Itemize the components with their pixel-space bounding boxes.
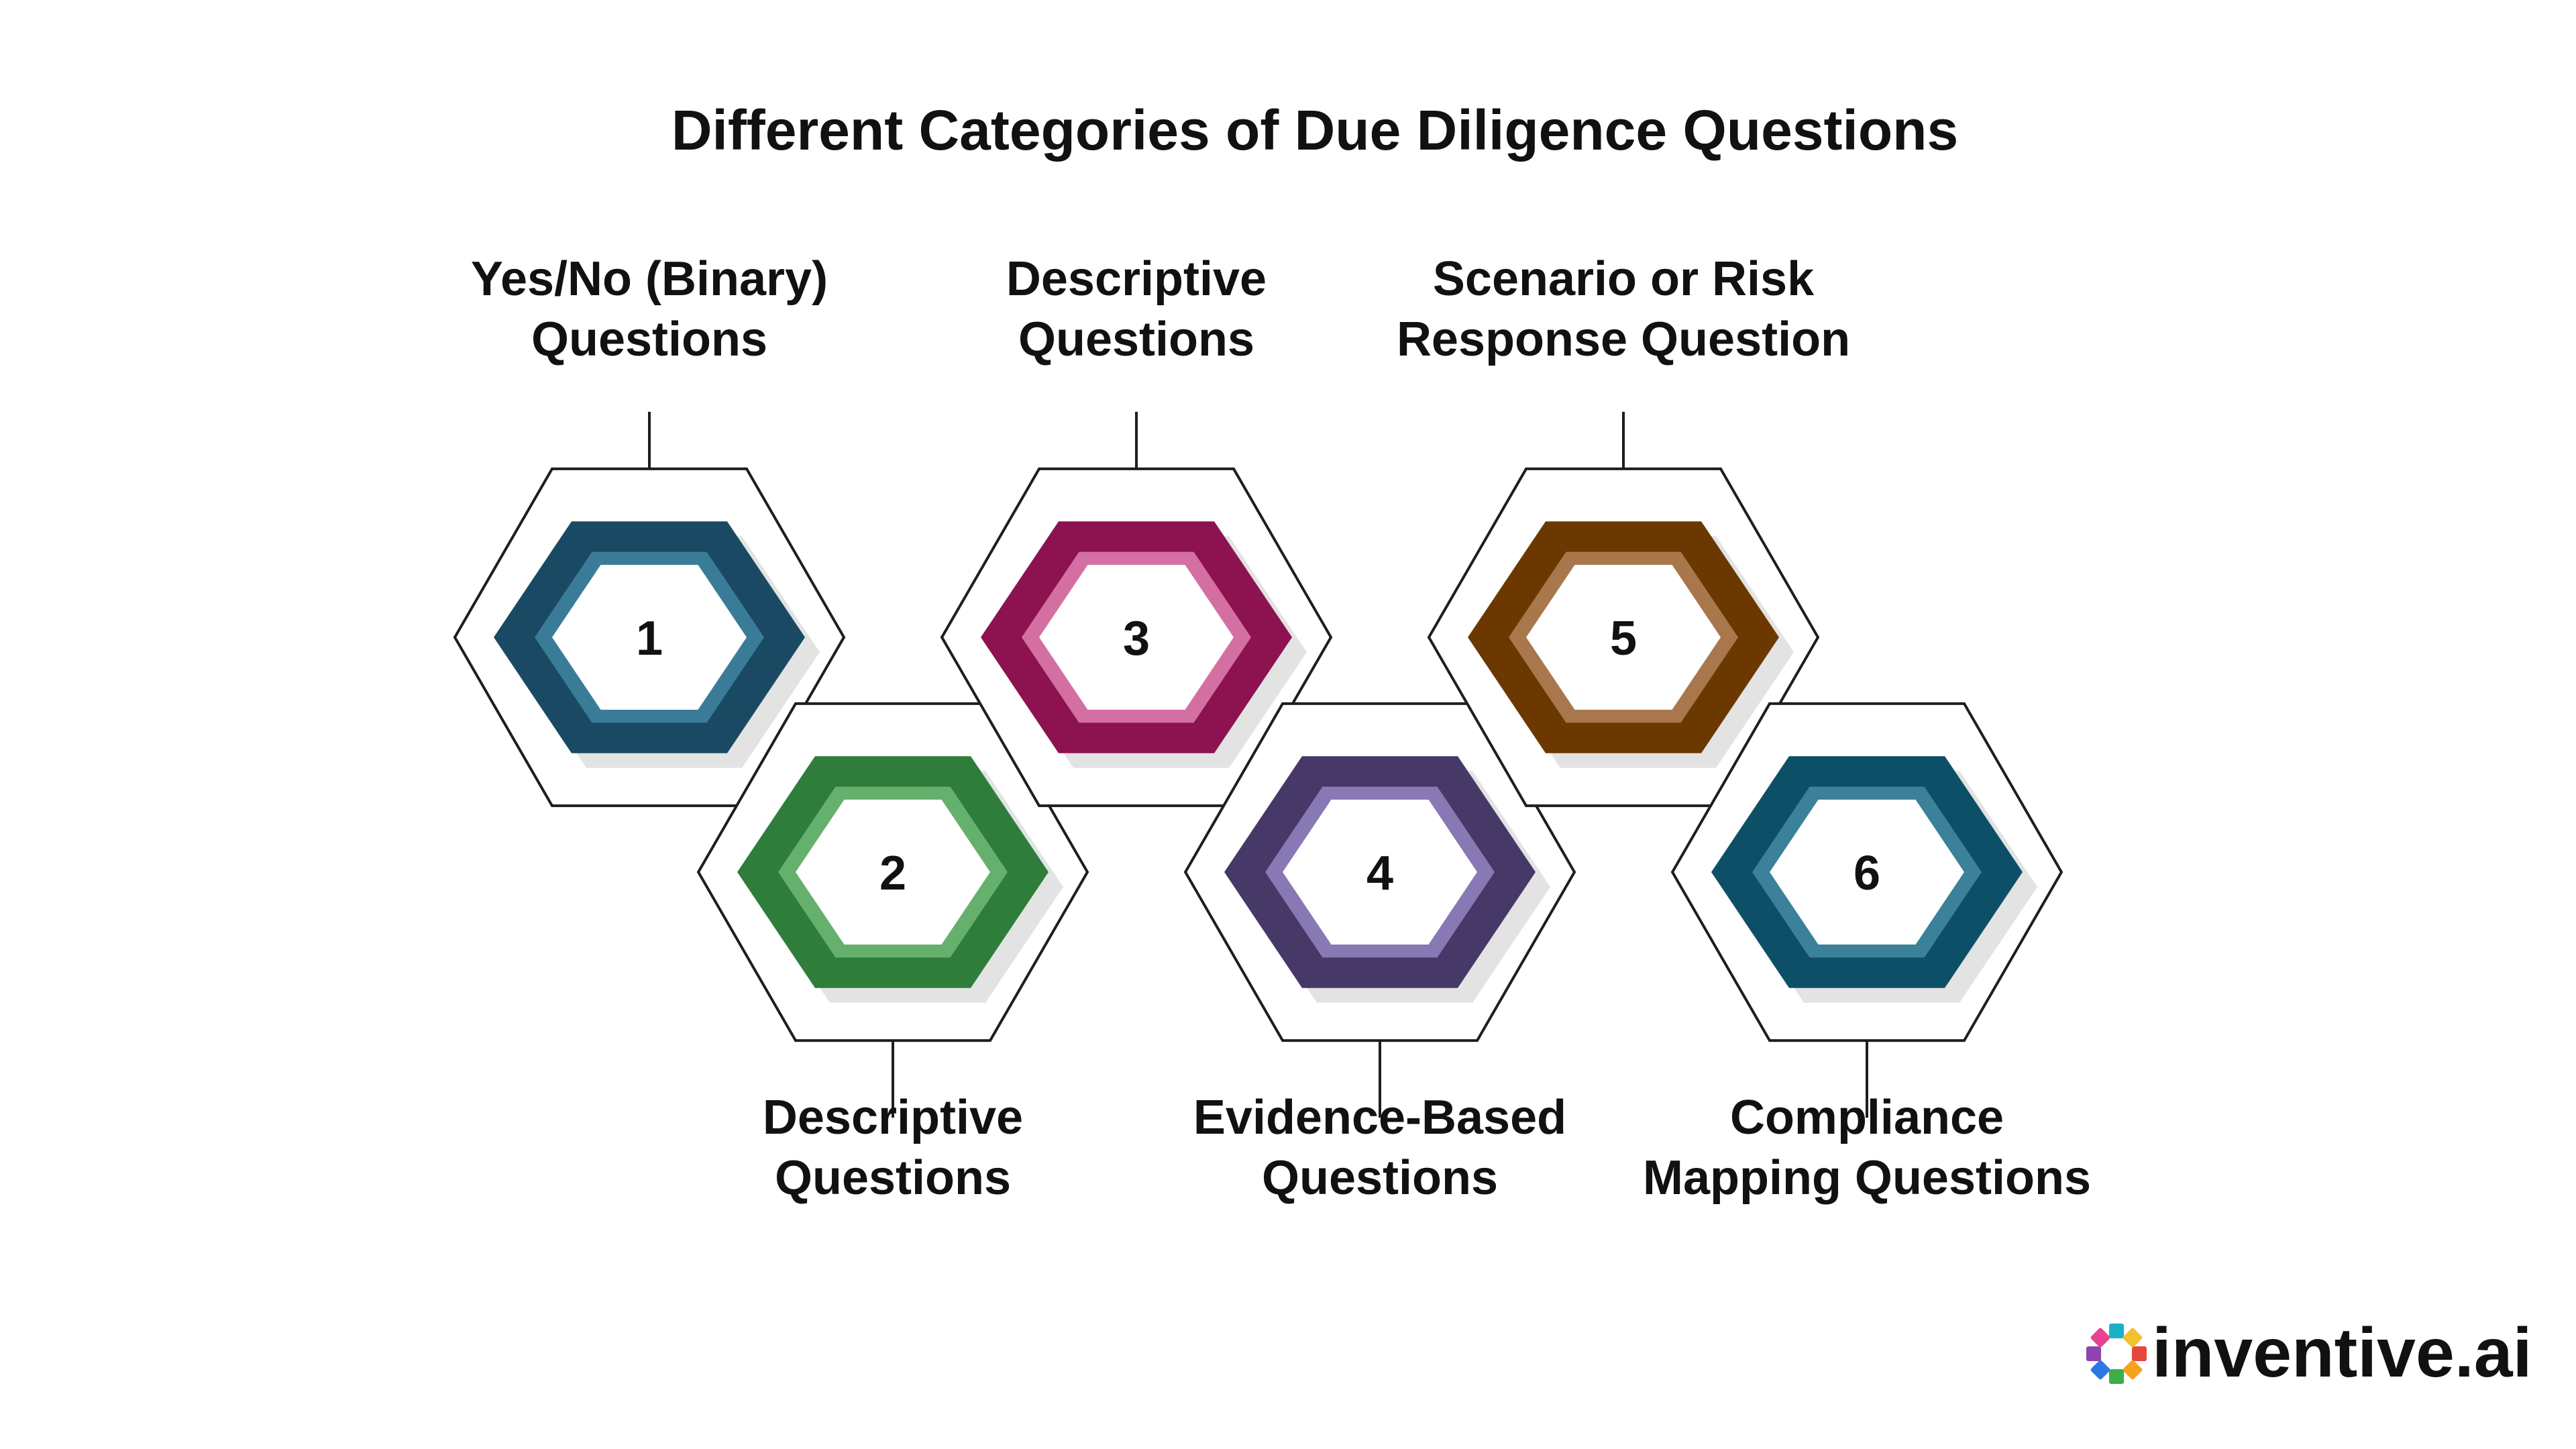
diagram-title: Different Categories of Due Diligence Qu…	[672, 99, 1958, 162]
hexagon-center	[1039, 565, 1234, 710]
hexagon-center	[1770, 800, 1964, 945]
category-hexagon-3: 3	[940, 467, 1333, 808]
category-label-line: Mapping Questions	[1643, 1151, 2091, 1205]
hexagon-chain: 1 2 3 4 5 6	[453, 467, 2063, 1042]
category-label-line: Yes/No (Binary)	[471, 252, 828, 306]
logo-mark-petal	[2109, 1324, 2124, 1338]
brand-logo: inventive.ai	[2086, 1314, 2532, 1392]
category-label-line: Questions	[1018, 313, 1254, 366]
category-label-line: Questions	[1262, 1151, 1498, 1205]
category-label-line: Questions	[531, 313, 767, 366]
category-label-line: Descriptive	[763, 1091, 1023, 1144]
hexagon-number: 4	[1366, 847, 1393, 900]
logo-wordmark: inventive.ai	[2152, 1314, 2532, 1392]
category-label-1: Yes/No (Binary) Questions	[471, 252, 828, 366]
logo-mark-petal	[2123, 1360, 2143, 1380]
logo-mark-petal	[2090, 1360, 2110, 1380]
category-hexagon-1: 1	[453, 467, 846, 808]
logo-mark-petal	[2109, 1369, 2124, 1384]
hexagon-number: 3	[1123, 612, 1150, 665]
hexagon-number: 2	[879, 847, 906, 900]
logo-mark-icon	[2086, 1324, 2147, 1384]
hexagon-center	[796, 800, 990, 945]
category-labels: Yes/No (Binary)QuestionsDescriptiveQuest…	[471, 252, 2091, 1205]
hexagon-center	[552, 565, 747, 710]
logo-mark-petal	[2090, 1328, 2110, 1348]
logo-mark-petal	[2123, 1328, 2143, 1348]
category-label-line: Response Question	[1397, 313, 1850, 366]
hexagon-center	[1283, 800, 1477, 945]
logo-mark-petal	[2132, 1346, 2147, 1361]
category-hexagon-6: 6	[1670, 702, 2063, 1042]
logo-mark-petal	[2086, 1346, 2101, 1361]
hexagon-center	[1526, 565, 1721, 710]
category-label-line: Descriptive	[1006, 252, 1267, 306]
category-label-line: Evidence-Based	[1193, 1091, 1566, 1144]
category-label-line: Scenario or Risk	[1433, 252, 1815, 306]
category-label-line: Compliance	[1730, 1091, 2004, 1144]
category-hexagon-4: 4	[1183, 702, 1576, 1042]
hexagon-number: 6	[1854, 847, 1880, 900]
hexagon-number: 5	[1610, 612, 1637, 665]
category-label-line: Questions	[775, 1151, 1011, 1205]
hexagon-number: 1	[636, 612, 663, 665]
category-hexagon-5: 5	[1427, 467, 1820, 808]
